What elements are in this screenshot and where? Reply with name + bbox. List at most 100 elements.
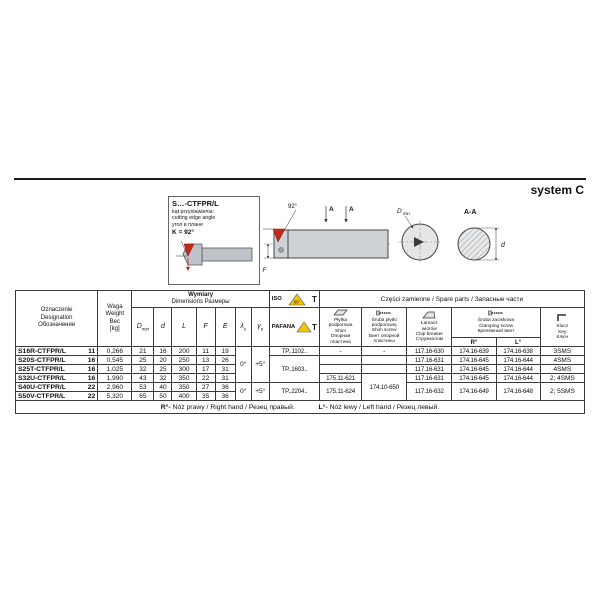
key-cell: 4SMS (539, 364, 586, 374)
iso-cell: TP..1603.. (268, 355, 320, 383)
dim-cell: 350 (171, 382, 197, 392)
dim-cell: 11 (195, 346, 216, 356)
dim-d-label: d (501, 242, 506, 249)
iso-cell: TP..2204.. (268, 382, 320, 401)
shim-screw-cell (361, 364, 408, 374)
dim-cell: 36 (214, 382, 236, 392)
shim-screw-header: Śruba płytki podporowej Shim screw Винт … (361, 307, 408, 347)
dim-cell: 32 (131, 364, 155, 374)
key-cell: 3SMS (539, 346, 586, 356)
dimensions-header: Wymiary Dimensions Размеры (131, 290, 270, 308)
dim-col-f: F (195, 307, 216, 347)
iso-header: ISO 60° T (268, 290, 320, 308)
boring-bar-side-view: 92° F A A (263, 204, 390, 274)
section-aa-label: A-A (464, 209, 476, 216)
cutting-angle-label-en: cutting edge angle (172, 215, 216, 222)
dim-cell: 50 (153, 391, 173, 401)
dim-cell: 32 (153, 373, 173, 383)
dim-cell: 27 (195, 382, 216, 392)
clamp-screw-header: Śruba zaciskowa Clamping screw Крепёжный… (451, 307, 541, 338)
dim-cell: 22 (195, 373, 216, 383)
screw-left-col: L° (495, 337, 541, 347)
clamp-screw-icon (278, 247, 284, 253)
dim-cell: 17 (195, 364, 216, 374)
shim-screw-cell: 174.10-650 (361, 373, 408, 401)
iso-cell: TP..1102.. (268, 346, 320, 356)
shim-screw-cell (361, 355, 408, 365)
dim-col-gamma: γo (250, 307, 270, 347)
dim-cell: 40 (153, 382, 173, 392)
screw-l-cell: 174.16-644 (495, 373, 541, 383)
right-hand-label: R°- (160, 403, 171, 411)
dim-f-label: F (263, 267, 268, 274)
weight-cell: 2,960 (97, 382, 133, 392)
dim-cell: 31 (214, 373, 236, 383)
clamp-cell: 117.16-631 (406, 355, 453, 365)
right-hand-text: Nóż prawy / Right hand / Резец правый. (172, 403, 295, 411)
weight-cell: 1,025 (97, 364, 133, 374)
angle-annotation: 92° (288, 204, 298, 210)
screw-r-cell: 174.16-649 (451, 382, 497, 401)
clamp-icon (422, 311, 436, 319)
weight-cell: 0,545 (97, 355, 133, 365)
dim-cell: 21 (131, 346, 155, 356)
clamp-cell: 117.16-631 (406, 373, 453, 383)
key-cell: 2; 5SMS (539, 382, 586, 401)
cutting-angle-value: K = 92° (172, 229, 194, 237)
screw-r-cell: 174.16-645 (451, 355, 497, 365)
gamma-cell: +5° (250, 346, 270, 383)
dim-col-dmin: Dmin (131, 307, 155, 347)
spec-table: Oznaczenie Designation Обозначение Waga … (14, 290, 586, 414)
section-arrow-a1: A (329, 206, 334, 213)
insert-front-icon (414, 237, 424, 247)
shim-screw-icon (376, 310, 392, 315)
key-cell: 2; 4SMS (539, 373, 586, 383)
iso-triangle-icon: 60° (288, 292, 306, 305)
pafana-triangle-icon (296, 321, 312, 333)
dim-cell: 26 (214, 355, 236, 365)
clamp-cell: 117.16-632 (406, 382, 453, 401)
dim-cell: 16 (153, 346, 173, 356)
dim-cell: 36 (214, 391, 236, 401)
dim-cell: 13 (195, 355, 216, 365)
shim-icon (333, 309, 348, 316)
screw-right-col: R° (451, 337, 497, 347)
clamp-screw-icon (488, 311, 504, 316)
shim-header: Płytka podporowa Shim Опорная пластина (318, 307, 363, 347)
screw-l-cell: 174.16-644 (495, 355, 541, 365)
lambda-cell: 0° (234, 382, 252, 401)
lambda-cell: 0° (234, 346, 252, 383)
cutting-angle-label-ru: угол в плане (172, 221, 203, 228)
weight-cell: 5,320 (97, 391, 133, 401)
hand-note: R°- Nóż prawy / Right hand / Резец правы… (15, 400, 585, 414)
left-hand-text: Nóż lewy / Left hand / Резец левый. (329, 403, 440, 411)
section-aa-circle (457, 227, 491, 261)
dim-cell: 20 (153, 355, 173, 365)
dim-cell: 300 (171, 364, 197, 374)
screw-r-cell: 174.16-639 (451, 346, 497, 356)
screw-l-cell: 174.16-638 (495, 346, 541, 356)
system-label: system C (530, 183, 584, 197)
dmin-label: D (397, 208, 402, 215)
dim-col-d: d (153, 307, 173, 347)
clamp-header: Łamacz wiórów Chip breaker Стружколом (406, 307, 453, 347)
dim-cell: 25 (131, 355, 155, 365)
pafana-header: PAFANA T (268, 307, 320, 347)
dim-cell: 200 (171, 346, 197, 356)
dim-cell: 53 (131, 382, 155, 392)
key-cell: 4SMS (539, 355, 586, 365)
dim-col-l: L (171, 307, 197, 347)
tool-designation-title: S…-CTFPR/L (172, 199, 219, 208)
screw-r-cell: 174.16-645 (451, 364, 497, 374)
svg-text:60°: 60° (294, 299, 301, 304)
screw-l-cell: 174.16-644 (495, 364, 541, 374)
dim-cell: 43 (131, 373, 155, 383)
